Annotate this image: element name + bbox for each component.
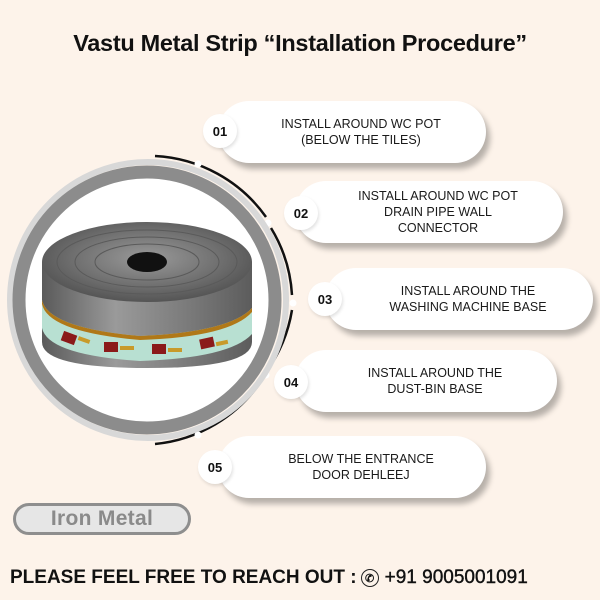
- step-number-02: 02: [284, 196, 318, 230]
- step-text-03: INSTALL AROUND THE WASHING MACHINE BASE: [389, 284, 547, 314]
- step-number-05: 05: [198, 450, 232, 484]
- step-number-04: 04: [274, 365, 308, 399]
- phone-number[interactable]: +91 9005001091: [384, 567, 528, 588]
- step-card-02: INSTALL AROUND WC POT DRAIN PIPE WALL CO…: [295, 181, 563, 243]
- step-card-04: INSTALL AROUND THE DUST-BIN BASE: [295, 350, 557, 412]
- product-image-frame: [0, 150, 300, 450]
- step-text-05: BELOW THE ENTRANCE DOOR DEHLEEJ: [288, 452, 434, 482]
- step-card-01: INSTALL AROUND WC POT (BELOW THE TILES): [218, 101, 486, 163]
- material-badge: Iron Metal: [13, 503, 191, 535]
- step-text-01: INSTALL AROUND WC POT (BELOW THE TILES): [281, 117, 441, 147]
- step-card-05: BELOW THE ENTRANCE DOOR DEHLEEJ: [218, 436, 486, 498]
- step-card-03: INSTALL AROUND THE WASHING MACHINE BASE: [325, 268, 593, 330]
- step-number-03: 03: [308, 282, 342, 316]
- step-number-01: 01: [203, 114, 237, 148]
- step-text-04: INSTALL AROUND THE DUST-BIN BASE: [367, 366, 503, 396]
- step-text-02: INSTALL AROUND WC POT DRAIN PIPE WALL CO…: [358, 189, 518, 235]
- contact-text: PLEASE FEEL FREE TO REACH OUT :: [10, 567, 357, 588]
- metal-strip-roll-image: [7, 154, 297, 446]
- contact-footer: PLEASE FEEL FREE TO REACH OUT : ✆ +91 90…: [10, 567, 600, 589]
- page-title: Vastu Metal Strip “Installation Procedur…: [73, 30, 527, 56]
- phone-icon: ✆: [360, 569, 379, 587]
